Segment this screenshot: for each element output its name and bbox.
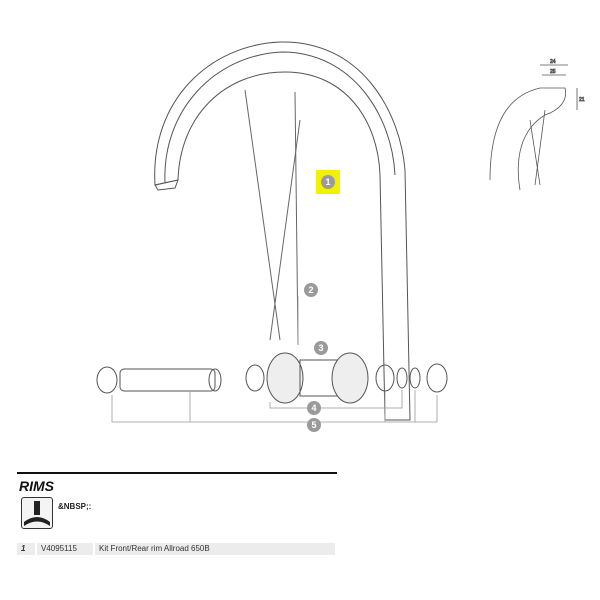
dimension-label: 24 — [550, 59, 556, 65]
part-index: 1 — [17, 543, 35, 555]
section-divider — [17, 472, 337, 474]
callout-1[interactable]: 1 — [321, 175, 335, 189]
callout-3[interactable]: 3 — [314, 341, 328, 355]
table-row[interactable]: 1 V4095115 Kit Front/Rear rim Allroad 65… — [17, 543, 337, 555]
part-description: Kit Front/Rear rim Allroad 650B — [95, 543, 335, 555]
spokes — [244, 89, 301, 346]
callout-4[interactable]: 4 — [307, 401, 321, 415]
dimension-label: 25 — [550, 69, 556, 75]
callout-2[interactable]: 2 — [304, 283, 318, 297]
section-note: &NBSP;: — [58, 502, 92, 511]
tubeless-valve-icon — [21, 497, 53, 529]
rim-drawing — [154, 41, 411, 421]
dimension-label: 21 — [579, 97, 585, 103]
section-title: RIMS — [19, 478, 54, 494]
highlighted-callout[interactable]: 1 — [316, 170, 340, 194]
axle-and-hub — [96, 352, 448, 404]
rim-profile-detail: 24 25 21 — [489, 59, 585, 191]
leader-lines — [111, 296, 438, 423]
callout-5[interactable]: 5 — [307, 418, 321, 432]
part-code: V4095115 — [37, 543, 93, 555]
